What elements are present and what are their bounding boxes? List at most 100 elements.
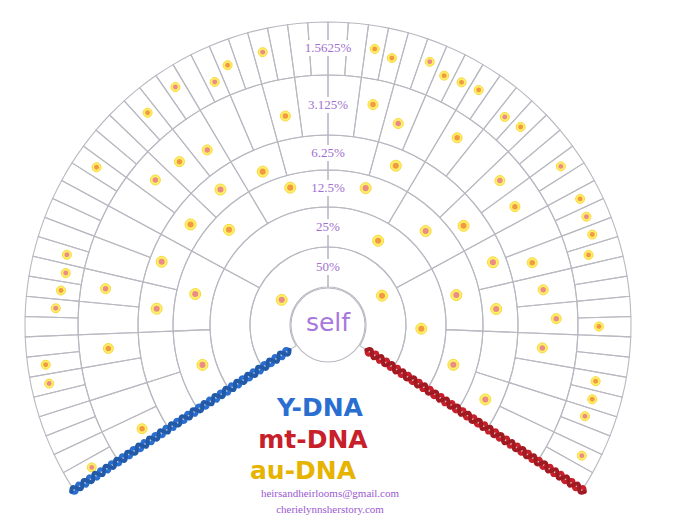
fan-segment bbox=[85, 236, 151, 282]
ring-percentage: 1.5625% bbox=[303, 40, 354, 56]
mt-dna-line bbox=[367, 349, 585, 493]
dot-core bbox=[586, 252, 591, 257]
dot-halo bbox=[448, 359, 459, 370]
fan-segment bbox=[46, 416, 102, 454]
fan-segment bbox=[29, 256, 85, 284]
fan-segment bbox=[249, 170, 328, 224]
dot-halo bbox=[451, 290, 462, 301]
dot-halo bbox=[368, 100, 378, 110]
fan-segment bbox=[82, 358, 147, 401]
ancestor-dots bbox=[41, 44, 603, 472]
fan-segment bbox=[262, 77, 303, 142]
fan-segment bbox=[562, 217, 618, 252]
fan-segment bbox=[456, 65, 500, 120]
dot-halo bbox=[457, 78, 466, 87]
fan-segment bbox=[143, 234, 192, 289]
fan-segment bbox=[410, 39, 446, 95]
fan-segment bbox=[465, 152, 530, 213]
dot-halo bbox=[258, 48, 267, 57]
dot-core bbox=[395, 121, 401, 127]
dot-core bbox=[379, 293, 385, 299]
fan-segment bbox=[173, 55, 215, 110]
dot-core bbox=[389, 56, 394, 61]
dot-halo bbox=[156, 256, 167, 267]
dot-core bbox=[188, 221, 194, 227]
dot-core bbox=[593, 379, 598, 384]
dot-halo bbox=[223, 224, 234, 235]
dot-halo bbox=[440, 71, 449, 80]
dot-halo bbox=[527, 258, 537, 268]
dot-core bbox=[512, 204, 518, 210]
fan-segment bbox=[78, 332, 141, 368]
dot-halo bbox=[551, 314, 561, 324]
fan-segment bbox=[483, 88, 531, 140]
dot-halo bbox=[474, 86, 483, 95]
dot-halo bbox=[137, 424, 147, 434]
dot-core bbox=[502, 115, 507, 120]
fan-segment bbox=[148, 129, 210, 193]
fan-segment bbox=[519, 130, 572, 177]
dot-halo bbox=[516, 122, 525, 131]
dot-halo bbox=[45, 379, 54, 388]
contact-text: heirsandheirlooms@gmail.com bbox=[261, 487, 399, 499]
dot-halo bbox=[452, 133, 462, 143]
dot-halo bbox=[387, 54, 396, 63]
dot-halo bbox=[202, 145, 212, 155]
dot-core bbox=[459, 80, 464, 85]
ring-percentage: 3.125% bbox=[306, 97, 350, 113]
dot-core bbox=[372, 46, 377, 51]
dot-halo bbox=[390, 160, 401, 171]
fan-segment bbox=[96, 115, 148, 164]
ring-percentage: 12.5% bbox=[309, 180, 347, 196]
dot-core bbox=[89, 465, 94, 470]
fan-segment bbox=[441, 55, 483, 110]
dot-halo bbox=[280, 111, 290, 121]
dot-core bbox=[553, 316, 559, 322]
dot-halo bbox=[150, 175, 160, 185]
fan-segment bbox=[506, 236, 572, 282]
fan-segment bbox=[577, 335, 631, 357]
dot-halo bbox=[577, 451, 586, 460]
dot-core bbox=[260, 50, 265, 55]
dot-core bbox=[154, 306, 160, 312]
dot-halo bbox=[420, 226, 431, 237]
fan-segment bbox=[328, 170, 407, 224]
dot-halo bbox=[491, 303, 502, 314]
dot-halo bbox=[556, 162, 565, 171]
dot-halo bbox=[591, 377, 600, 386]
dot-core bbox=[59, 288, 64, 293]
self-label: self bbox=[306, 308, 350, 337]
fan-segment bbox=[72, 146, 126, 191]
dot-halo bbox=[276, 294, 287, 305]
fan-segment bbox=[407, 162, 465, 218]
fan-segment bbox=[567, 237, 623, 269]
dot-core bbox=[153, 177, 159, 183]
dot-halo bbox=[215, 184, 226, 195]
fan-segment bbox=[546, 432, 602, 473]
dot-halo bbox=[594, 322, 603, 331]
dot-core bbox=[482, 396, 488, 402]
dot-core bbox=[540, 345, 546, 351]
dot-halo bbox=[373, 235, 384, 246]
dot-core bbox=[427, 59, 432, 64]
dot-core bbox=[370, 102, 376, 108]
dot-core bbox=[53, 306, 58, 311]
dot-core bbox=[63, 271, 68, 276]
dot-core bbox=[497, 178, 503, 184]
dot-core bbox=[393, 163, 399, 169]
fan-segment bbox=[548, 180, 604, 220]
dot-halo bbox=[425, 57, 434, 66]
self-circle: self bbox=[290, 287, 366, 363]
dot-halo bbox=[190, 289, 201, 300]
dot-core bbox=[590, 232, 595, 237]
fan-segment bbox=[577, 296, 631, 318]
dot-core bbox=[476, 88, 481, 93]
dot-core bbox=[584, 214, 589, 219]
fan-segment bbox=[378, 28, 408, 84]
dot-halo bbox=[576, 194, 585, 203]
dot-halo bbox=[510, 202, 520, 212]
dna-strand bbox=[367, 349, 585, 493]
fan-segment bbox=[33, 237, 89, 269]
dot-core bbox=[287, 185, 293, 191]
dot-halo bbox=[416, 323, 427, 334]
